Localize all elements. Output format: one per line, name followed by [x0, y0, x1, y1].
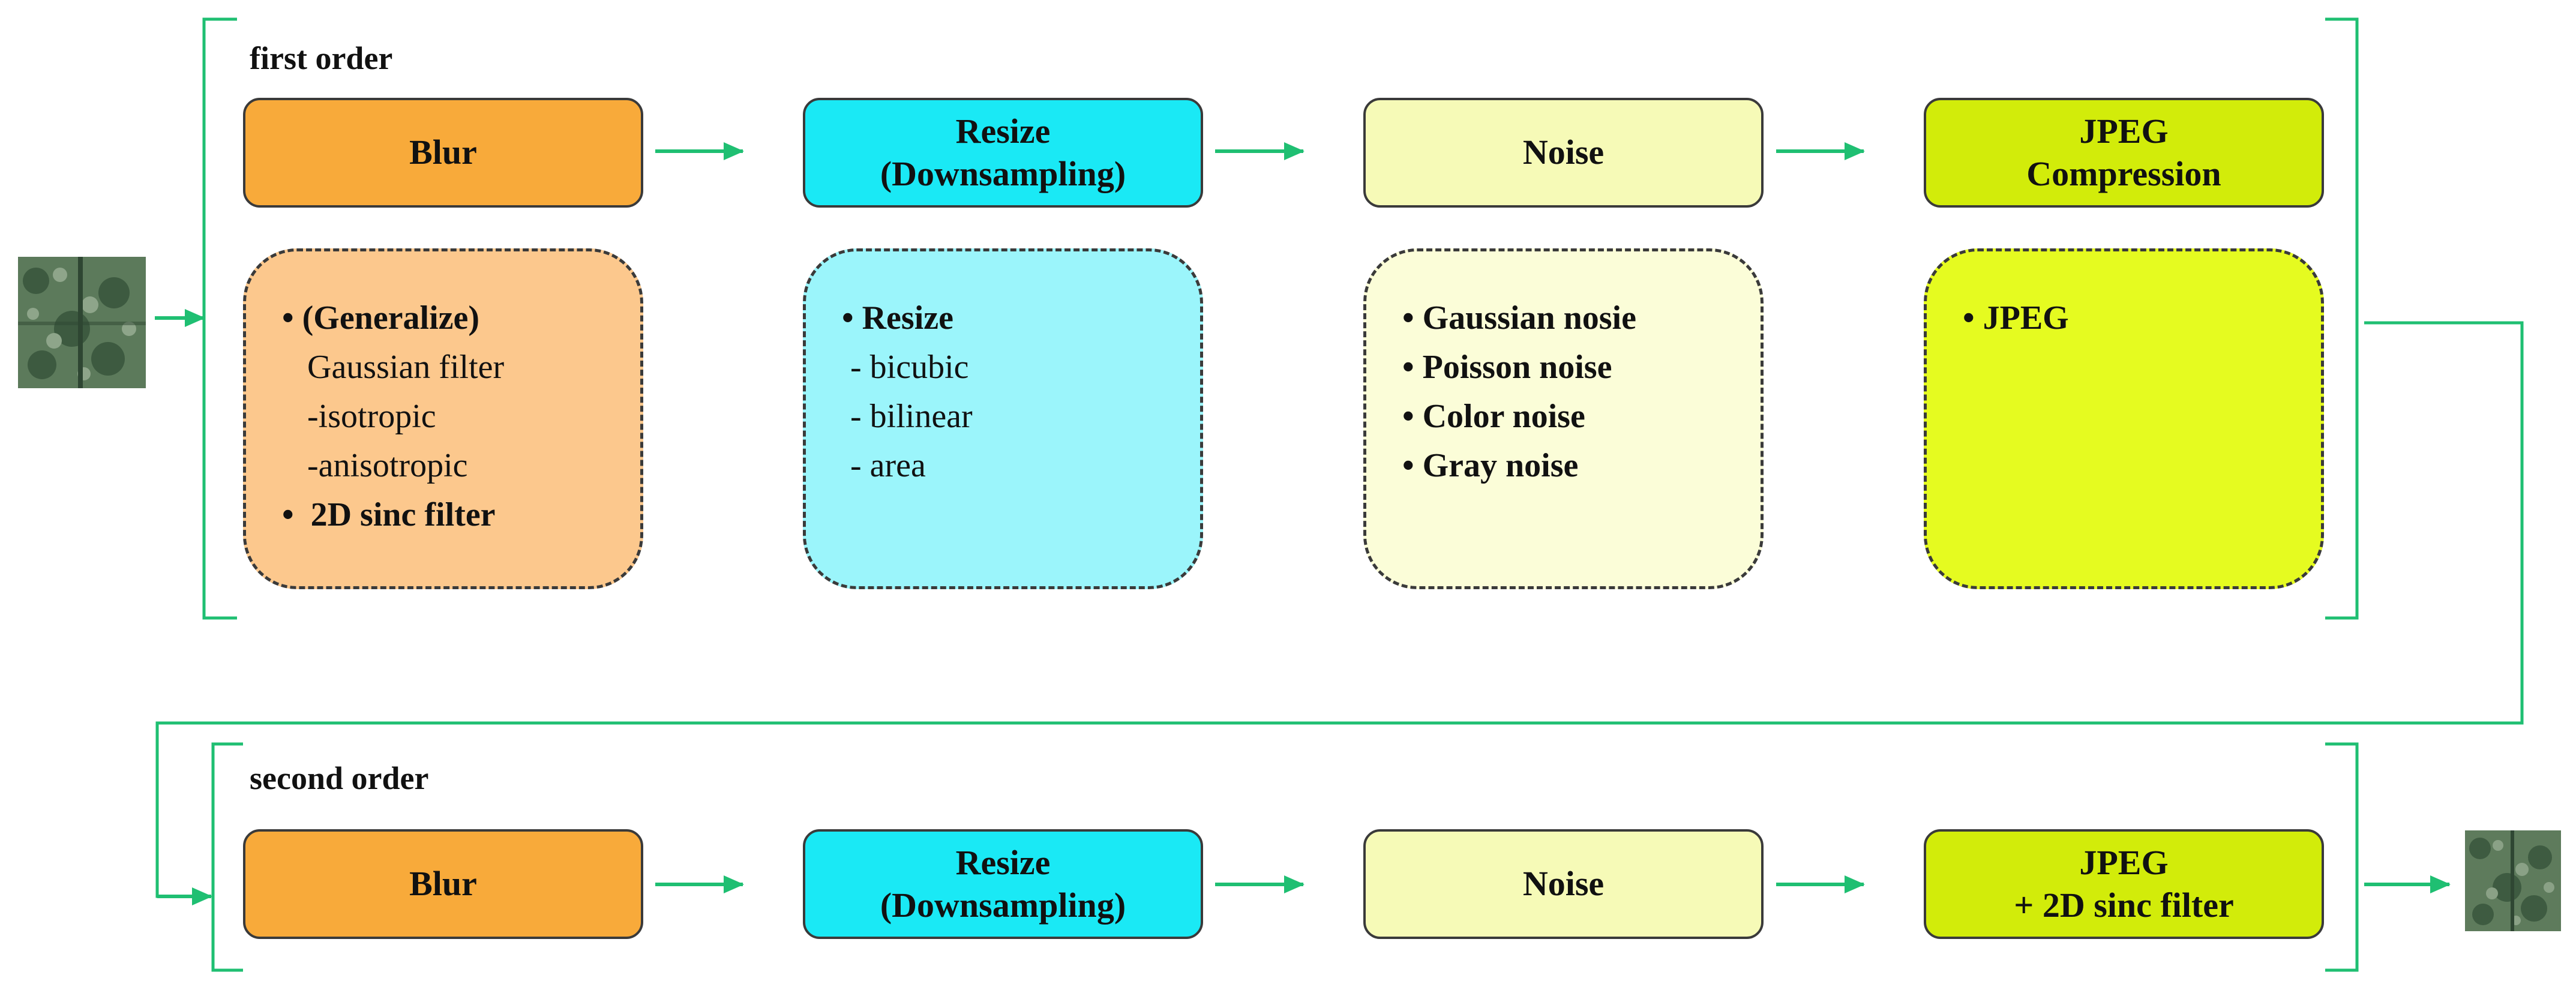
detail-row: - bicubic	[842, 349, 969, 386]
detail-row: • 2D sinc filter	[282, 496, 496, 533]
detail-row: • (Generalize)	[282, 299, 479, 337]
second-order-right-bracket	[2325, 742, 2359, 972]
stage-blur-second: Blur	[243, 829, 643, 939]
stage-label-line1: Blur	[409, 133, 477, 172]
stage-label-line1: JPEG	[2079, 111, 2169, 151]
detail-blur: • (Generalize) Gaussian filter -isotropi…	[243, 248, 643, 589]
detail-row: -anisotropic	[282, 447, 468, 484]
stage-resize-first: Resize (Downsampling)	[803, 98, 1203, 208]
detail-noise: • Gaussian nosie • Poisson noise • Color n…	[1363, 248, 1764, 589]
first-order-left-bracket	[202, 17, 237, 620]
stage-noise-second: Noise	[1363, 829, 1764, 939]
stage-noise-first: Noise	[1363, 98, 1764, 208]
stage-label-line1: Noise	[1522, 133, 1605, 172]
detail-row: • Gray noise	[1402, 447, 1579, 484]
second-order-left-bracket	[211, 742, 243, 972]
stage-label-line1: Noise	[1522, 864, 1605, 904]
detail-row: - area	[842, 447, 926, 484]
stage-label-line2: Compression	[2026, 154, 2221, 193]
detail-row: • JPEG	[1963, 299, 2069, 337]
stage-label-line2: (Downsampling)	[880, 154, 1126, 193]
detail-row: • Gaussian nosie	[1402, 299, 1636, 337]
stage-label-line2: (Downsampling)	[880, 885, 1126, 925]
detail-row: • Color noise	[1402, 398, 1585, 435]
first-order-right-bracket	[2325, 17, 2359, 620]
detail-row: • Resize	[842, 299, 953, 337]
detail-row: - bilinear	[842, 398, 973, 435]
stage-jpeg-first: JPEG Compression	[1924, 98, 2324, 208]
detail-row: -isotropic	[282, 398, 436, 435]
stage-label-line1: Blur	[409, 864, 477, 904]
stage-label-line1: JPEG	[2079, 842, 2169, 882]
stage-label-line2: + 2D sinc filter	[2014, 885, 2234, 925]
stage-blur-first: Blur	[243, 98, 643, 208]
second-order-label: second order	[250, 760, 429, 796]
detail-jpeg: • JPEG	[1924, 248, 2324, 589]
first-order-label: first order	[250, 40, 393, 76]
input-patch-image	[18, 257, 146, 388]
detail-row: Gaussian filter	[282, 349, 505, 386]
stage-label-line1: Resize	[955, 111, 1051, 151]
stage-resize-second: Resize (Downsampling)	[803, 829, 1203, 939]
detail-resize: • Resize - bicubic - bilinear - area	[803, 248, 1203, 589]
detail-row: • Poisson noise	[1402, 349, 1612, 386]
stage-jpeg-second: JPEG + 2D sinc filter	[1924, 829, 2324, 939]
stage-label-line1: Resize	[955, 842, 1051, 882]
output-patch-image	[2465, 830, 2561, 931]
